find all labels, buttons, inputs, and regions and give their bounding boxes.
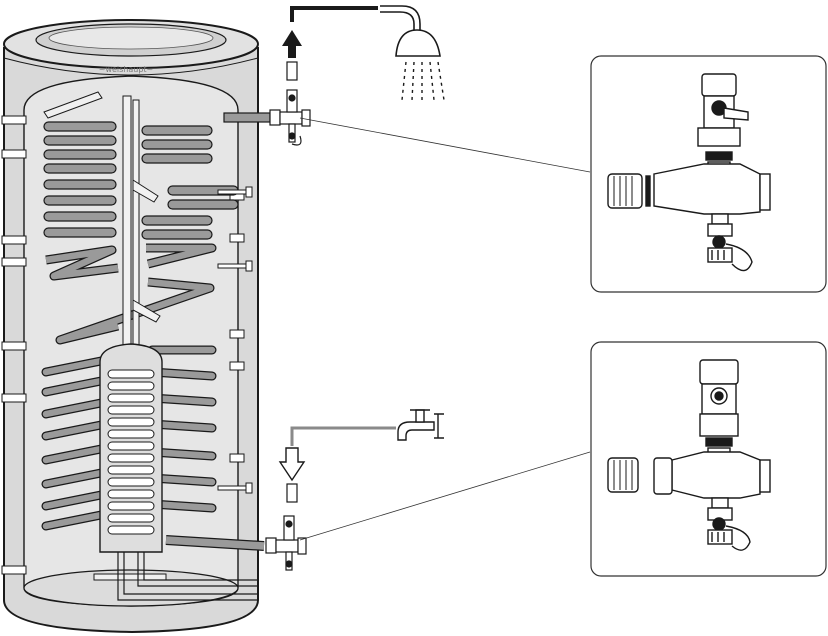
faucet-icon — [397, 409, 444, 441]
upper-heat-exchanger-coil — [43, 121, 239, 281]
arrow-up-icon — [282, 30, 302, 81]
sensor-pockets — [217, 186, 253, 494]
hot-callout-leader — [299, 117, 591, 173]
shower-icon — [380, 5, 445, 101]
ball-valve-icon — [607, 359, 771, 551]
anode-bracket — [43, 91, 103, 119]
tank-side-sockets — [1, 115, 245, 575]
hot-outlet-valve-icon — [269, 89, 311, 146]
cold-water-inlet-pipe — [165, 535, 265, 551]
arrow-down-icon — [278, 447, 306, 503]
hot-water-connection-detail — [590, 55, 827, 293]
cold-water-line — [290, 426, 396, 446]
hot-water-outlet-pipe — [223, 112, 271, 123]
cold-water-connection-detail — [590, 341, 827, 577]
lower-heat-exchanger-coil — [41, 345, 217, 531]
brand-label: ~weishaupt~ — [99, 65, 154, 74]
ball-valve-icon — [607, 73, 771, 272]
cold-inlet-valve-icon — [265, 515, 307, 571]
cold-callout-leader — [299, 451, 591, 541]
hot-water-line — [290, 6, 378, 22]
central-heating-insert — [93, 95, 258, 601]
